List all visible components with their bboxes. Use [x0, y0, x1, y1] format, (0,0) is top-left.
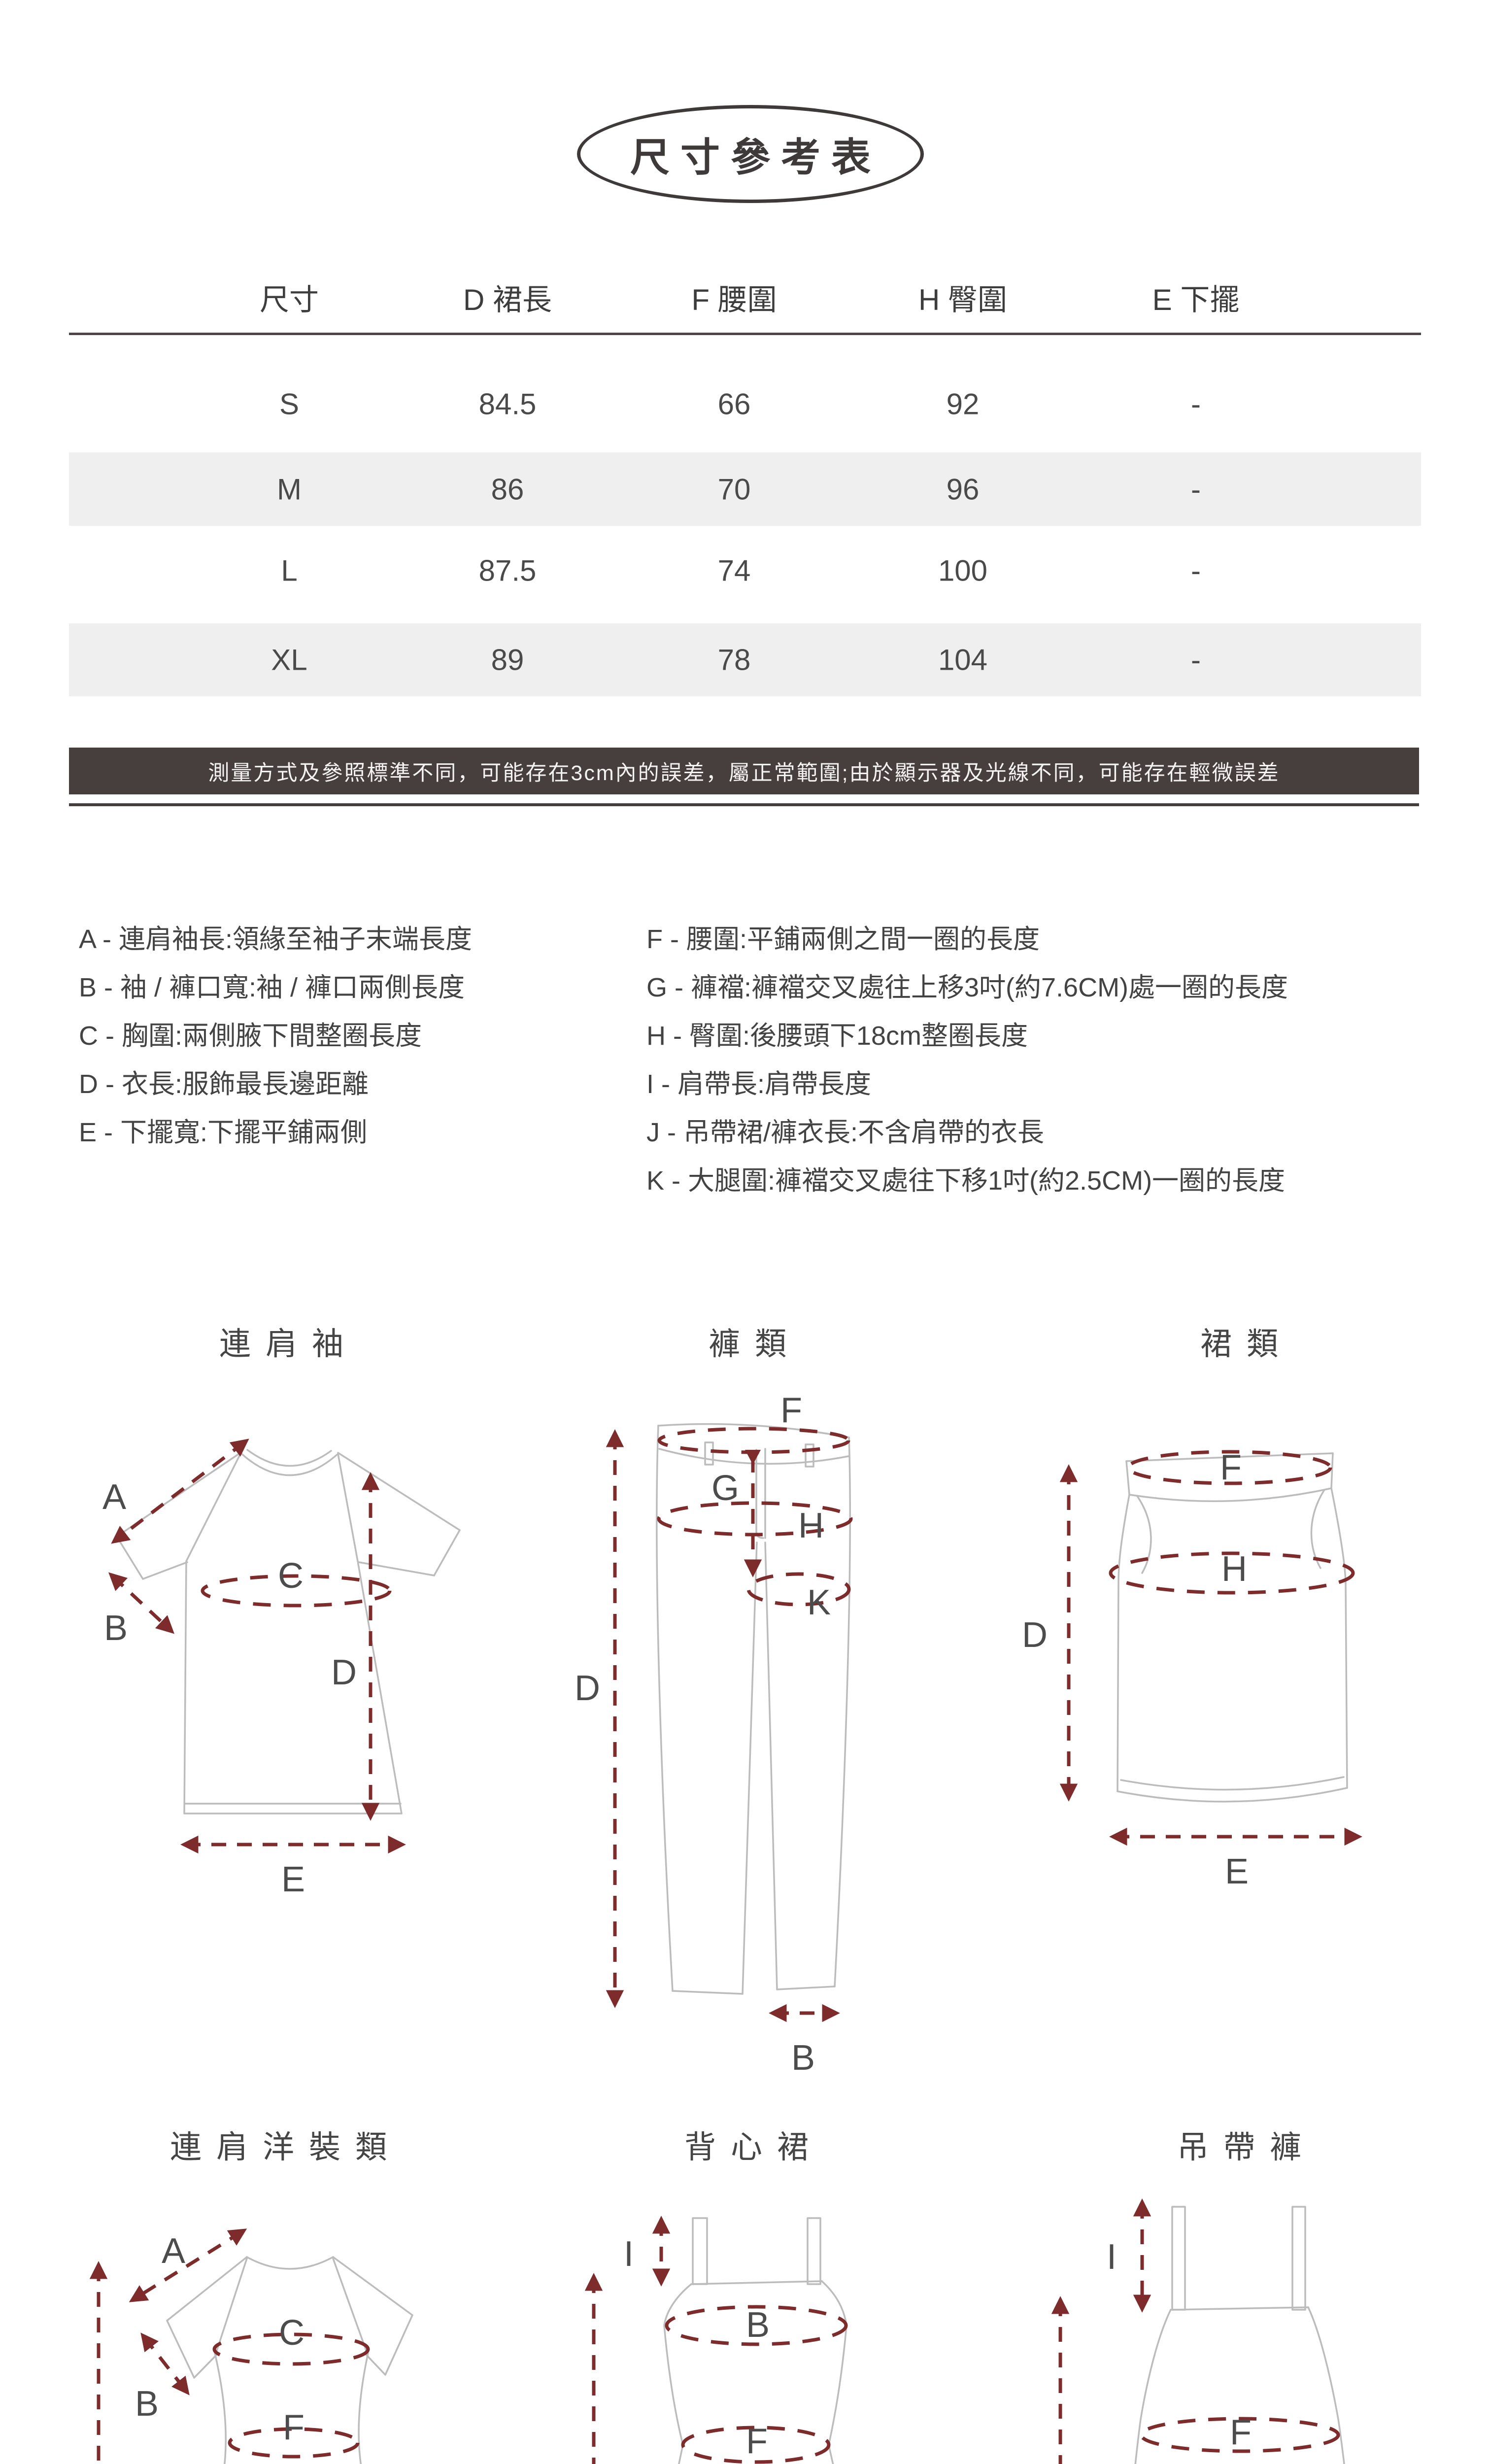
legend-item: E - 下擺寬:下擺平鋪兩側	[79, 1118, 368, 1147]
skirt-diagram: F H D E	[1022, 1448, 1362, 1891]
measure-label-F: F	[283, 2408, 305, 2447]
cell: XL	[271, 643, 307, 677]
cell: -	[1191, 387, 1201, 421]
measure-label-E: E	[281, 1860, 305, 1899]
measure-label-B: B	[104, 1608, 128, 1648]
cell: M	[277, 473, 302, 506]
measure-label-A: A	[102, 1477, 126, 1517]
page-title-oval: 尺寸參考表	[577, 105, 924, 203]
legend-item: I - 肩帶長:肩帶長度	[646, 1069, 871, 1099]
diagram-title-skirt: 裙類	[1200, 1326, 1293, 1362]
header-divider	[69, 333, 1421, 335]
legend-item: C - 胸圍:兩側腋下間整圈長度	[79, 1021, 422, 1051]
col-waist: F 腰圍	[691, 283, 777, 316]
table-row: XL 89 78 104 -	[69, 623, 1421, 696]
size-table-header: 尺寸 D 裙長 F 腰圍 H 臀圍 E 下擺	[69, 276, 1421, 316]
measure-label-G: G	[711, 1469, 739, 1508]
cell: 66	[717, 387, 751, 421]
legend-right-column: F - 腰圍:平鋪兩側之間一圈的長度 G - 褲襠:褲襠交叉處往上移3吋(約7.…	[646, 915, 1288, 1205]
legend-item: F - 腰圍:平鋪兩側之間一圈的長度	[646, 924, 1040, 954]
diagram-title-tee: 連肩袖	[219, 1326, 358, 1362]
measure-label-B: B	[746, 2305, 770, 2345]
measure-label-D: D	[1022, 1615, 1048, 1655]
legend-left-column: A - 連肩袖長:領緣至袖子末端長度 B - 袖 / 褲口寬:袖 / 褲口兩側長…	[79, 915, 472, 1157]
dress-diagram: A B C F H D E	[89, 2228, 413, 2464]
cell: S	[279, 387, 300, 421]
legend-item: B - 袖 / 褲口寬:袖 / 褲口兩側長度	[79, 973, 465, 1002]
measure-label-I: I	[624, 2234, 634, 2274]
diagram-title-overalls: 吊帶褲	[1177, 2129, 1316, 2165]
cell: 86	[491, 473, 524, 506]
legend-item: G - 褲襠:褲襠交叉處往上移3吋(約7.6CM)處一圈的長度	[646, 973, 1288, 1002]
table-row: L 87.5 74 100 -	[69, 534, 1421, 608]
vest-dress-diagram: I B F H J E	[584, 2216, 848, 2464]
cell: 96	[946, 473, 980, 506]
col-hem: E 下擺	[1152, 283, 1240, 316]
cell: -	[1191, 473, 1201, 506]
cell: 84.5	[478, 387, 537, 421]
cell: 104	[938, 643, 988, 677]
measure-label-F: F	[780, 1391, 802, 1430]
measure-label-K: K	[807, 1583, 831, 1622]
measure-label-B: B	[135, 2384, 159, 2424]
measure-label-D: D	[331, 1653, 357, 1692]
cell: 78	[717, 643, 751, 677]
cell: 92	[946, 387, 980, 421]
legend-item: H - 臀圍:後腰頭下18cm整圈長度	[646, 1021, 1028, 1051]
measure-label-C: C	[278, 1556, 304, 1596]
diagram-title-pants: 褲類	[709, 1326, 801, 1362]
measure-label-B: B	[791, 2038, 815, 2078]
col-size: 尺寸	[260, 283, 319, 316]
cell: 74	[717, 554, 751, 587]
cell: 87.5	[478, 554, 537, 587]
legend-item: D - 衣長:服飾最長邊距離	[79, 1069, 369, 1099]
measure-label-F: F	[1230, 2413, 1252, 2452]
overalls-diagram: I F H K J B	[1051, 2198, 1345, 2464]
measurement-notice-banner: 測量方式及參照標準不同，可能存在3cm內的誤差，屬正常範圍;由於顯示器及光線不同…	[69, 748, 1419, 794]
cell: -	[1191, 554, 1201, 587]
col-hip: H 臀圍	[918, 283, 1007, 316]
measure-label-H: H	[798, 1506, 824, 1545]
measure-label-C: C	[279, 2313, 305, 2353]
diagram-title-vest: 背心裙	[684, 2129, 823, 2165]
measure-label-H: H	[1221, 1549, 1247, 1589]
page-title: 尺寸參考表	[630, 135, 881, 179]
cell: L	[281, 554, 298, 587]
table-row: S 84.5 66 92 -	[69, 367, 1421, 441]
table-row: M 86 70 96 -	[69, 452, 1421, 526]
diagram-title-dress: 連肩洋裝類	[170, 2129, 402, 2165]
legend-item: K - 大腿圍:褲襠交叉處往下移1吋(約2.5CM)一圈的長度	[646, 1166, 1286, 1196]
tee-diagram: A B C D E	[102, 1438, 461, 1899]
measure-label-E: E	[1225, 1852, 1249, 1891]
cell: -	[1191, 643, 1201, 677]
measure-label-F: F	[1220, 1448, 1242, 1487]
col-length: D 裙長	[463, 283, 552, 316]
cell: 100	[938, 554, 988, 587]
measure-label-F: F	[746, 2422, 768, 2461]
legend-item: J - 吊帶裙/褲衣長:不含肩帶的衣長	[646, 1118, 1044, 1147]
cell: 89	[491, 643, 524, 677]
pants-diagram: F G H K D B	[575, 1391, 853, 2078]
banner-underline	[69, 803, 1419, 806]
notice-text: 測量方式及參照標準不同，可能存在3cm內的誤差，屬正常範圍;由於顯示器及光線不同…	[208, 761, 1280, 785]
measure-label-D: D	[575, 1669, 600, 1708]
measure-label-I: I	[1107, 2237, 1117, 2277]
measure-label-A: A	[162, 2231, 185, 2271]
cell: 70	[717, 473, 751, 506]
legend-item: A - 連肩袖長:領緣至袖子末端長度	[79, 924, 473, 954]
